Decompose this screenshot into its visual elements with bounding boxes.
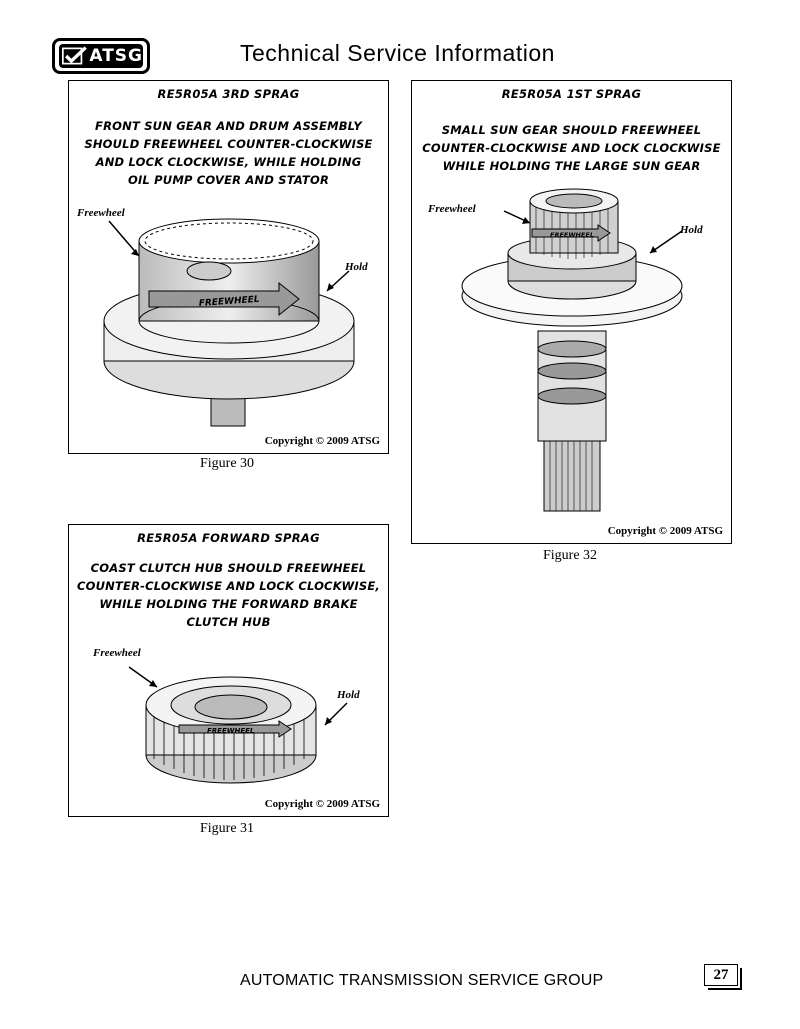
freewheel-callout: Freewheel bbox=[77, 207, 125, 219]
atsg-logo: ATSG bbox=[52, 38, 150, 74]
figure-31-description: COAST CLUTCH HUB SHOULD FREEWHEEL COUNTE… bbox=[77, 561, 380, 629]
figure-32-caption: Figure 32 bbox=[543, 548, 598, 563]
3rd-sprag-illustration: FREEWHEEL bbox=[103, 218, 355, 427]
1st-sprag-illustration: FREEWHEEL bbox=[461, 188, 683, 512]
figure-30-title: RE5R05A 3RD SPRAG bbox=[157, 87, 300, 101]
freewheel-callout: Freewheel bbox=[93, 647, 141, 659]
figure-32-title: RE5R05A 1ST SPRAG bbox=[501, 87, 642, 101]
figure-32-description: SMALL SUN GEAR SHOULD FREEWHEEL COUNTER-… bbox=[422, 123, 721, 173]
footer-text: AUTOMATIC TRANSMISSION SERVICE GROUP bbox=[240, 972, 604, 989]
freewheel-arrow-label: FREEWHEEL bbox=[550, 231, 594, 239]
copyright: Copyright © 2009 ATSG bbox=[264, 798, 380, 810]
figure-30-panel: RE5R05A 3RD SPRAG FRONT SUN GEAR AND DRU… bbox=[68, 80, 389, 454]
page-title: Technical Service Information bbox=[240, 40, 555, 66]
logo-text: ATSG bbox=[89, 46, 143, 66]
freewheel-callout: Freewheel bbox=[428, 203, 476, 215]
freewheel-arrow-label: FREEWHEEL bbox=[207, 727, 254, 735]
figure-30-description: FRONT SUN GEAR AND DRUM ASSEMBLY SHOULD … bbox=[84, 119, 373, 187]
forward-sprag-illustration: FREEWHEEL bbox=[128, 666, 348, 784]
figure-31-panel: RE5R05A FORWARD SPRAG COAST CLUTCH HUB S… bbox=[68, 524, 389, 817]
page-number: 27 bbox=[704, 964, 742, 990]
hold-callout: Hold bbox=[337, 689, 360, 701]
checkmark-icon bbox=[62, 46, 87, 65]
figure-31-caption: Figure 31 bbox=[200, 821, 255, 836]
figure-31-title: RE5R05A FORWARD SPRAG bbox=[137, 531, 320, 545]
freewheel-arrow-label: FREEWHEEL bbox=[199, 295, 261, 309]
hold-callout: Hold bbox=[680, 224, 703, 236]
copyright: Copyright © 2009 ATSG bbox=[607, 525, 723, 537]
hold-callout: Hold bbox=[345, 261, 368, 273]
figure-30-caption: Figure 30 bbox=[200, 456, 255, 471]
copyright: Copyright © 2009 ATSG bbox=[264, 435, 380, 447]
figure-32-panel: RE5R05A 1ST SPRAG SMALL SUN GEAR SHOULD … bbox=[411, 80, 732, 544]
